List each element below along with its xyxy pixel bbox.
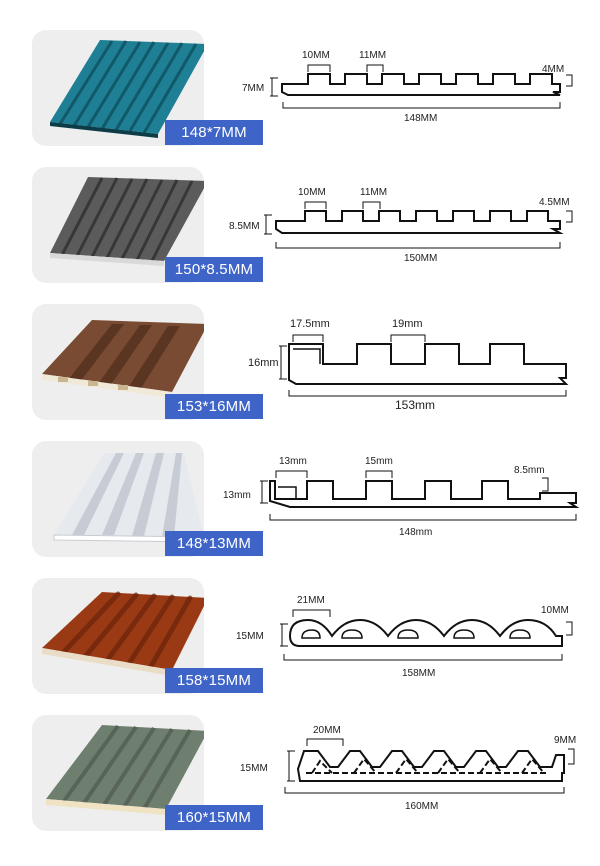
profile-outline: [275, 210, 564, 234]
profile-diagram: 10MM 11MM 7MM 4MM 148MM: [242, 50, 573, 124]
rib-dim-label: 19mm: [392, 318, 423, 330]
groove-dim-label: 21MM: [297, 595, 325, 606]
wall-panel-image: [42, 591, 204, 676]
groove-dim-label: 13mm: [279, 456, 307, 467]
product-row-1: 148*7MM 10MM 11MM 7MM 4MM 148MM: [0, 30, 600, 166]
product-size-tag: 153*16MM: [165, 394, 263, 419]
profile-diagram: 13mm 15mm 13mm 8.5mm 148mm: [223, 456, 580, 538]
rib-dim-label: 15mm: [365, 456, 393, 467]
product-row-3: 153*16MM 17.5mm 19mm 16mm 153mm: [0, 304, 600, 440]
rib-dim-label: 11MM: [360, 187, 387, 198]
product-size-tag: 160*15MM: [165, 805, 263, 830]
width-dim-label: 150MM: [404, 253, 437, 264]
height-dim-label: 7MM: [242, 83, 264, 94]
product-photo-card: [32, 578, 204, 694]
profile-outline: [288, 343, 569, 385]
product-size-tag: 158*15MM: [165, 668, 263, 693]
product-photo-card: [32, 715, 204, 831]
profile-outline: [296, 750, 565, 782]
side-dim-label: 8.5mm: [514, 465, 545, 476]
side-dim-label: 4.5MM: [539, 197, 570, 208]
groove-dim-label: 17.5mm: [290, 318, 330, 330]
width-dim-label: 158MM: [402, 668, 435, 679]
side-dim-label: 9MM: [554, 735, 576, 746]
product-size-tag: 148*7MM: [165, 120, 263, 145]
product-size-tag: 148*13MM: [165, 531, 263, 556]
height-dim-label: 15MM: [240, 763, 268, 774]
side-dim-label: 4MM: [542, 64, 564, 75]
product-photo-card: [32, 30, 204, 146]
groove-dim-label: 20MM: [313, 725, 341, 736]
height-dim-label: 16mm: [248, 357, 279, 369]
wall-panel-image: [53, 453, 204, 543]
profile-diagram: 20MM 15MM 9MM 160MM: [240, 725, 576, 812]
profile-outline: [288, 618, 563, 647]
profile-outline: [281, 73, 561, 96]
height-dim-label: 13mm: [223, 490, 251, 501]
width-dim-label: 148mm: [399, 527, 432, 538]
product-row-4: 148*13MM 13mm 15mm 13mm 8.5mm 148mm: [0, 441, 600, 577]
groove-dim-label: 10MM: [302, 50, 330, 61]
side-dim-label: 10MM: [541, 605, 569, 616]
product-size-tag: 150*8.5MM: [165, 257, 263, 282]
height-dim-label: 8.5MM: [229, 221, 260, 232]
height-dim-label: 15MM: [236, 631, 264, 642]
profile-outline: [269, 480, 580, 508]
wall-panel-image: [46, 724, 204, 815]
wall-panel-image: [50, 177, 204, 266]
width-dim-label: 153mm: [395, 398, 435, 412]
profile-diagram: 10MM 11MM 8.5MM 4.5MM 150MM: [229, 187, 573, 264]
product-row-5: 158*15MM 21MM 15MM 10MM 158MM: [0, 578, 600, 714]
wall-panel-image: [50, 40, 204, 138]
product-row-6: 160*15MM 20MM 15MM 9MM 160MM: [0, 715, 600, 851]
width-dim-label: 160MM: [405, 801, 438, 812]
product-row-2: 150*8.5MM 10MM 11MM 8.5MM 4.5MM 150MM: [0, 167, 600, 303]
rib-dim-label: 11MM: [359, 50, 386, 61]
width-dim-label: 148MM: [404, 113, 437, 124]
profile-diagram: 21MM 15MM 10MM 158MM: [236, 595, 573, 679]
groove-dim-label: 10MM: [298, 187, 326, 198]
profile-diagram: 17.5mm 19mm 16mm 153mm: [248, 318, 569, 412]
wall-panel-image: [42, 320, 204, 398]
